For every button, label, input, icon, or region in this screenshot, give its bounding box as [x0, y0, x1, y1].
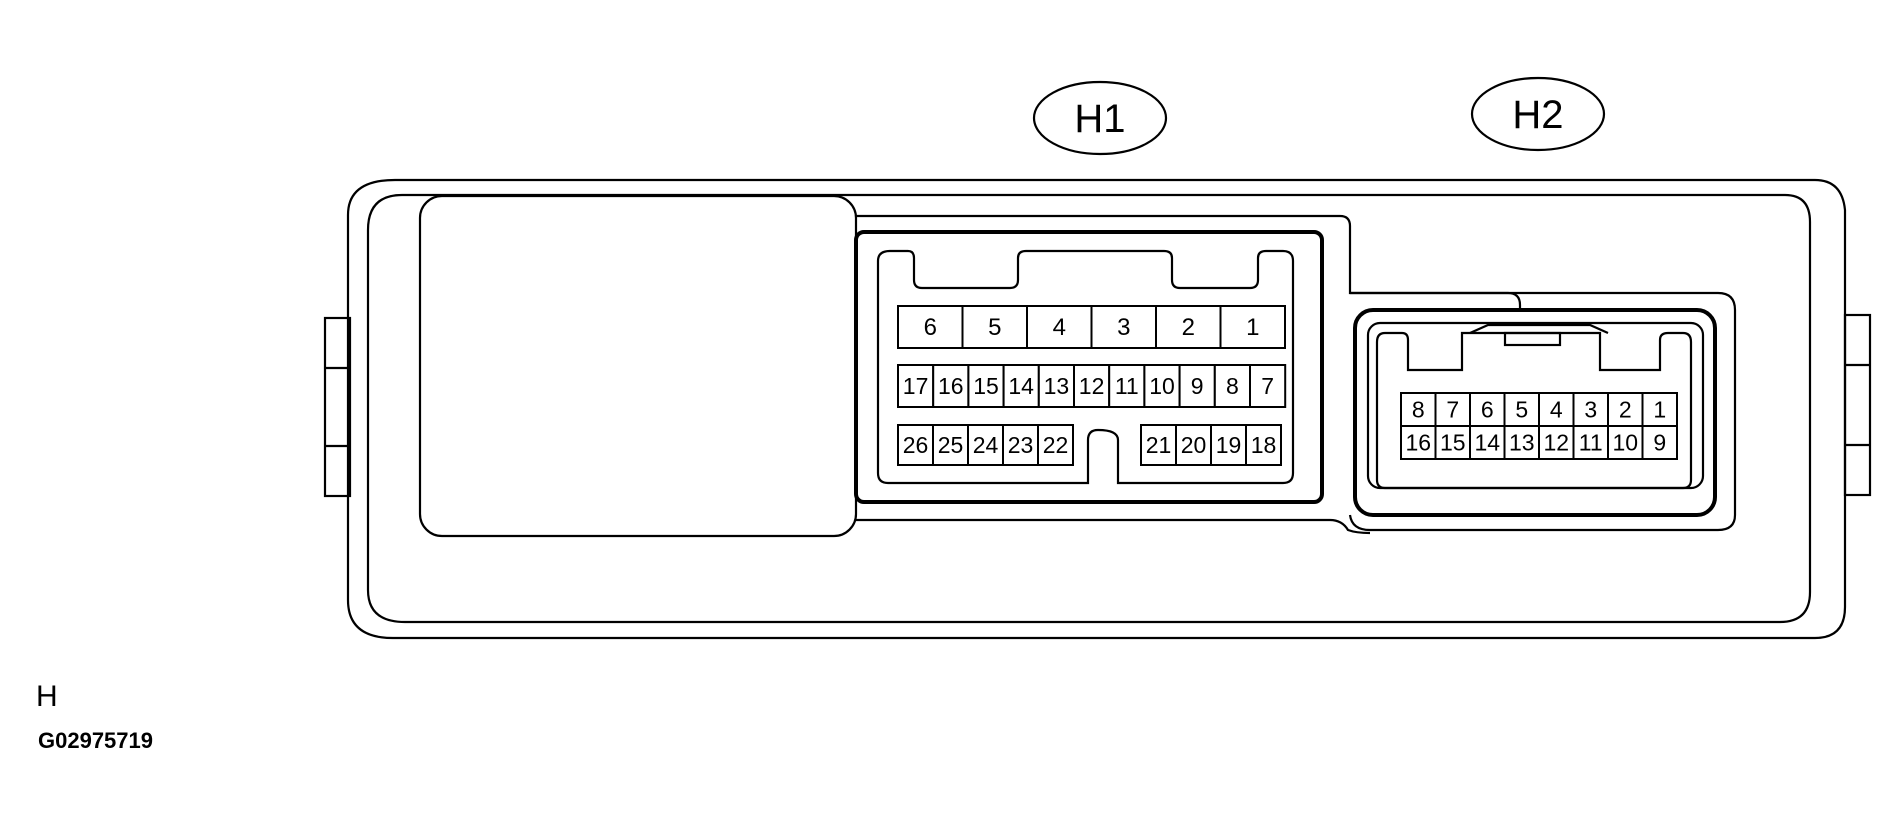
- label-plate: [418, 194, 858, 538]
- ecu-housing: [323, 178, 1872, 640]
- h1-pin-number: 6: [924, 314, 937, 341]
- h2-pin-number: 10: [1612, 430, 1638, 456]
- h2-pin-cell: [1503, 392, 1540, 427]
- h1-pin-cell: [897, 364, 935, 408]
- h2-pin-number: 8: [1412, 397, 1425, 423]
- h1-pin-number: 23: [1008, 432, 1034, 458]
- h2-pin-number: 12: [1543, 430, 1569, 456]
- h1-pin-number: 18: [1251, 432, 1277, 458]
- h1-pin-number: 10: [1149, 373, 1175, 399]
- h1-pin-number: 7: [1261, 373, 1274, 399]
- h1-pin-number: 20: [1181, 432, 1207, 458]
- h2-pin-cell: [1641, 392, 1678, 427]
- h1-pin-number: 19: [1216, 432, 1242, 458]
- h1-pin-number: 26: [903, 432, 929, 458]
- h2-pin-cell: [1469, 425, 1506, 460]
- h1-pin-cell: [1175, 424, 1212, 466]
- callout-h1-label: H1: [1074, 97, 1125, 141]
- h1-pin-number: 5: [988, 314, 1001, 341]
- h1-pin-number: 16: [938, 373, 964, 399]
- h1-pin-number: 2: [1182, 314, 1195, 341]
- h1-pin-number: 3: [1117, 314, 1130, 341]
- h1-pin-number: 9: [1191, 373, 1204, 399]
- callout-h1: H1: [1032, 80, 1168, 156]
- connector-h1-body: [854, 214, 1522, 535]
- h1-pin-number: 22: [1043, 432, 1069, 458]
- view-letter: H: [36, 680, 58, 713]
- h2-pin-number: 11: [1579, 430, 1603, 456]
- h1-pin-cell: [1219, 305, 1286, 349]
- h1-pin-cell: [1213, 364, 1252, 408]
- h1-pin-cell: [1143, 364, 1181, 408]
- h2-pin-number: 16: [1405, 430, 1431, 456]
- h2-pin-number: 4: [1550, 397, 1563, 423]
- h2-pin-number: 6: [1481, 397, 1494, 423]
- h2-pin-number: 15: [1440, 430, 1466, 456]
- h1-pin-cell: [1090, 305, 1157, 349]
- h2-pin-number: 13: [1509, 430, 1535, 456]
- h1-pin-cell: [1037, 424, 1074, 466]
- h2-pin-number: 14: [1474, 430, 1500, 456]
- h1-pin-cell: [897, 424, 934, 466]
- h1-row-1: 6 5 4 3 2 1: [897, 305, 1286, 349]
- h1-pin-number: 12: [1079, 373, 1105, 399]
- h1-pin-cell: [967, 364, 1005, 408]
- h2-pin-number: 3: [1584, 397, 1597, 423]
- h1-pin-number: 11: [1115, 373, 1139, 399]
- h2-pin-number: 1: [1653, 397, 1666, 423]
- h1-pin-number: 13: [1044, 373, 1070, 399]
- h1-pin-cell: [967, 424, 1004, 466]
- h2-pin-number: 7: [1446, 397, 1459, 423]
- h2-pin-cell: [1538, 392, 1575, 427]
- h1-pin-cell: [1245, 424, 1282, 466]
- h1-pin-cell: [1210, 424, 1247, 466]
- connector-h2-body: [1348, 291, 1737, 532]
- h2-pin-number: 9: [1653, 430, 1666, 456]
- h1-row-3-left: 26 25 24 23 22: [897, 424, 1074, 466]
- h1-pin-number: 4: [1053, 314, 1066, 341]
- h1-pin-cell: [1249, 364, 1287, 408]
- h1-pin-number: 21: [1146, 432, 1172, 458]
- h2-pin-cell: [1641, 425, 1678, 460]
- h1-pin-cell: [1002, 364, 1040, 408]
- callout-h2: H2: [1470, 76, 1606, 152]
- h1-pin-number: 24: [973, 432, 999, 458]
- h2-pin-number: 2: [1619, 397, 1632, 423]
- h1-pin-number: 14: [1008, 373, 1034, 399]
- h1-pin-cell: [1155, 305, 1222, 349]
- figure-code: G02975719: [38, 728, 153, 753]
- h1-row-3-right: 21 20 19 18: [1140, 424, 1282, 466]
- h1-pin-number: 25: [938, 432, 964, 458]
- h1-pin-number: 17: [903, 373, 929, 399]
- h1-pin-cell: [961, 305, 1028, 349]
- h2-pin-number: 5: [1515, 397, 1528, 423]
- h2-row-2: 16 15 14 13 12 11 10 9: [1400, 425, 1678, 460]
- h1-pin-cell: [1108, 364, 1146, 408]
- h1-pin-number: 8: [1226, 373, 1239, 399]
- h1-pin-number: 15: [973, 373, 999, 399]
- h1-pin-cell: [1026, 305, 1093, 349]
- h1-pin-number: 1: [1246, 314, 1259, 341]
- callout-h2-label: H2: [1512, 93, 1563, 137]
